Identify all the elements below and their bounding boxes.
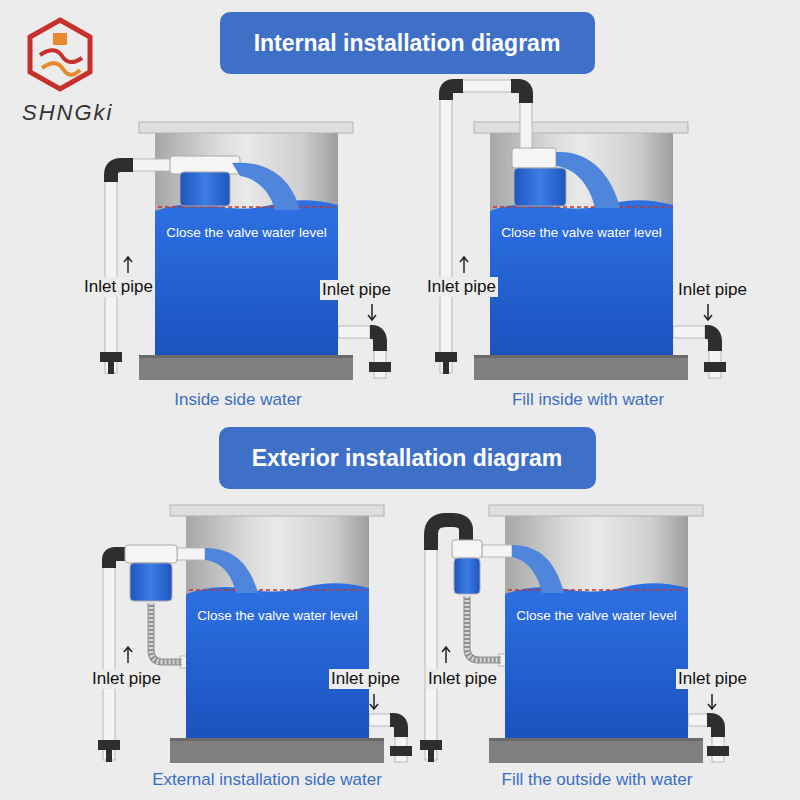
pipe-label: Inlet pipe — [90, 669, 163, 689]
section-header: Internal installation diagram — [220, 12, 595, 74]
header-text: Exterior installation diagram — [252, 445, 563, 472]
section-header: Exterior installation diagram — [219, 427, 596, 489]
header-text: Internal installation diagram — [254, 30, 561, 57]
pipe-label: Inlet pipe — [82, 277, 155, 297]
water-body: Close the valve water level — [155, 212, 338, 355]
level-text: Close the valve water level — [186, 608, 369, 623]
water-body: Close the valve water level — [186, 595, 369, 738]
water-body: Close the valve water level — [490, 212, 673, 355]
level-text: Close the valve water level — [505, 608, 688, 623]
brand-name: SHNGki — [20, 100, 115, 126]
pipe-label: Inlet pipe — [426, 669, 499, 689]
level-text: Close the valve water level — [155, 225, 338, 240]
panel-caption: Fill inside with water — [510, 390, 666, 410]
panel-caption: Fill the outside with water — [500, 770, 695, 790]
panel-caption: External installation side water — [150, 770, 384, 790]
logo-mark — [30, 20, 90, 89]
panel-caption: Inside side water — [172, 390, 304, 410]
pipe-label: Inlet pipe — [329, 669, 402, 689]
pipe-label: Inlet pipe — [676, 669, 749, 689]
pipe-label: Inlet pipe — [676, 280, 749, 300]
pipe-label: Inlet pipe — [320, 280, 393, 300]
level-text: Close the valve water level — [490, 225, 673, 240]
water-body: Close the valve water level — [505, 595, 688, 738]
pipe-label: Inlet pipe — [425, 277, 498, 297]
